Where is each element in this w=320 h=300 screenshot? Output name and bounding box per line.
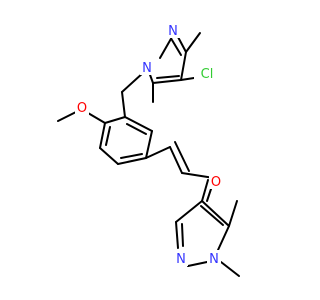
bond	[181, 172, 215, 179]
atom-label-n: N	[176, 252, 186, 267]
bond	[121, 91, 126, 118]
bond	[187, 261, 208, 267]
atom-label-n: N	[142, 61, 152, 76]
label-background	[140, 59, 154, 75]
bond	[220, 261, 240, 277]
bond	[99, 147, 119, 165]
label-background	[207, 250, 221, 266]
bond	[156, 75, 180, 79]
bond	[217, 225, 230, 251]
label-background	[194, 65, 218, 81]
bond	[57, 111, 77, 122]
bond-layer	[57, 32, 240, 277]
atom-label-cl: Cl	[201, 67, 214, 82]
label-background	[174, 250, 188, 266]
label-background	[75, 99, 89, 115]
bond	[105, 126, 111, 146]
label-background	[166, 22, 180, 38]
atom-label-n: N	[168, 24, 178, 39]
molecule-structure-diagram: N N Cl O O N N	[57, 22, 240, 277]
bond	[104, 116, 126, 124]
bond	[180, 51, 187, 81]
bond	[228, 200, 238, 227]
bond	[99, 122, 106, 149]
atom-label-o: O	[211, 175, 221, 190]
bond	[201, 179, 209, 202]
atom-label-layer: N N Cl O O N N	[75, 22, 223, 267]
bond	[171, 39, 182, 56]
bond	[117, 157, 147, 165]
bond	[152, 79, 182, 84]
bond	[120, 153, 143, 159]
bond	[185, 32, 201, 53]
bond	[124, 116, 153, 132]
bond	[159, 36, 173, 59]
bond	[145, 146, 171, 159]
bond	[175, 200, 203, 223]
bond	[180, 77, 195, 81]
bond	[201, 200, 230, 227]
label-background	[209, 173, 223, 189]
bond	[177, 36, 187, 53]
bond	[121, 71, 145, 93]
bond	[87, 112, 106, 124]
bond	[181, 223, 184, 247]
atom-label-o: O	[77, 101, 87, 116]
bond	[169, 146, 183, 174]
atom-label-n: N	[209, 252, 219, 267]
bond	[175, 221, 179, 249]
bond	[145, 130, 153, 159]
bond	[200, 205, 224, 226]
bond	[126, 123, 147, 135]
bond	[174, 141, 190, 172]
